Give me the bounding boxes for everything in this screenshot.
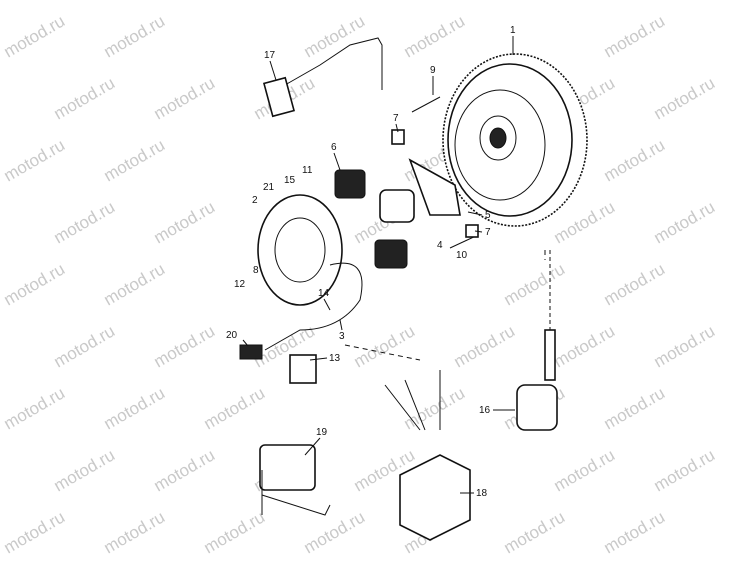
callout-14: 14 bbox=[318, 288, 330, 299]
spark-plug-cap bbox=[262, 37, 383, 118]
callout-1: 1 bbox=[510, 25, 516, 36]
callout-20: 20 bbox=[226, 330, 238, 341]
callout-7b: 7 bbox=[485, 227, 491, 238]
ignition-coil bbox=[516, 250, 558, 431]
callout-21: 21 bbox=[263, 182, 275, 193]
callout-12: 12 bbox=[234, 279, 246, 290]
cdi-box bbox=[384, 370, 471, 541]
callout-19: 19 bbox=[316, 427, 328, 438]
callout-labels: 1 17 9 7 6 11 15 21 2 5 7 4 10 8 12 14 3… bbox=[226, 25, 516, 499]
callout-11: 11 bbox=[302, 165, 313, 176]
callout-3: 3 bbox=[339, 331, 345, 342]
callout-16: 16 bbox=[479, 405, 491, 416]
callout-9: 9 bbox=[430, 65, 436, 76]
part-13 bbox=[289, 354, 317, 384]
callout-10: 10 bbox=[456, 250, 468, 261]
bolt-9 bbox=[411, 96, 441, 113]
callout-15: 15 bbox=[284, 175, 296, 186]
callout-17: 17 bbox=[264, 50, 276, 61]
stator-coils bbox=[334, 129, 479, 269]
stator-plate bbox=[257, 194, 343, 306]
connector-20 bbox=[239, 344, 263, 360]
callout-5: 5 bbox=[485, 210, 491, 221]
callout-6: 6 bbox=[331, 142, 337, 153]
callout-18: 18 bbox=[476, 488, 488, 499]
callout-7a: 7 bbox=[393, 113, 399, 124]
callout-2: 2 bbox=[252, 195, 258, 206]
flywheel bbox=[442, 53, 588, 227]
callout-8: 8 bbox=[253, 265, 259, 276]
callout-4: 4 bbox=[437, 240, 443, 251]
wire-harness bbox=[264, 262, 363, 351]
callout-13: 13 bbox=[329, 353, 341, 364]
leader-lines bbox=[242, 36, 515, 494]
voltage-regulator bbox=[259, 444, 331, 516]
